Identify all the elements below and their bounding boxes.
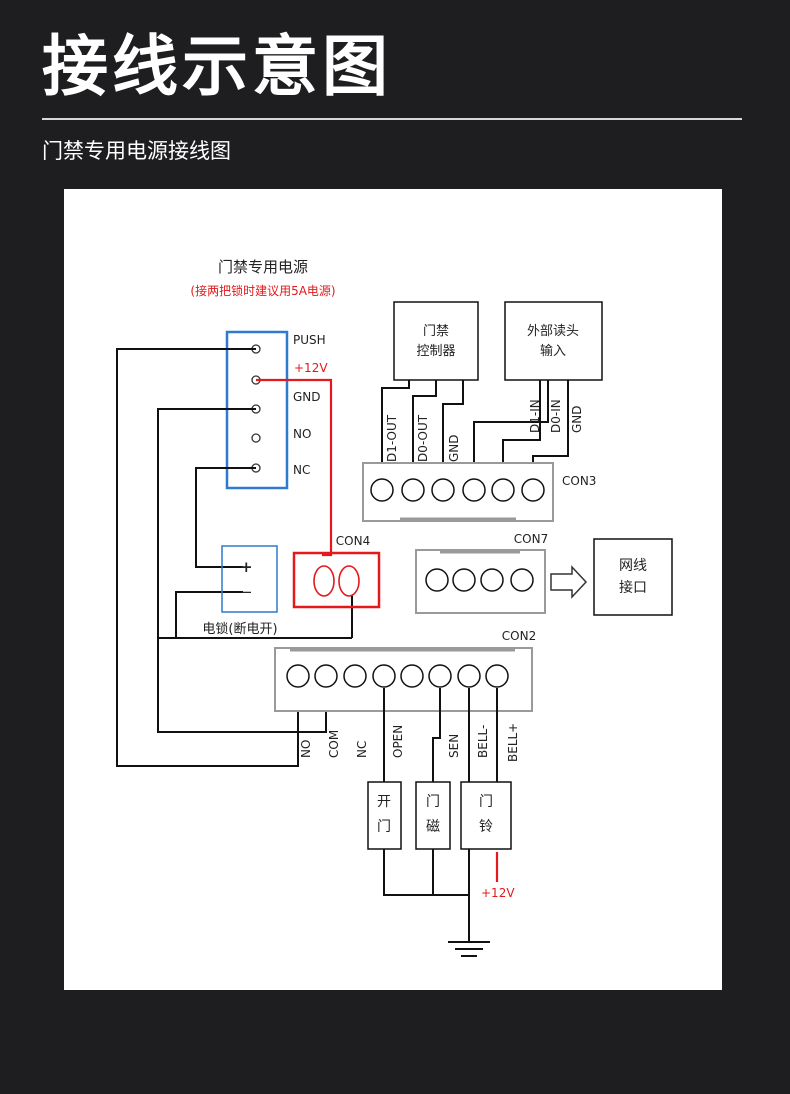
con4-pin-1 — [313, 565, 335, 597]
access-controller-box — [393, 301, 479, 381]
page-title: 接线示意图 — [42, 28, 392, 105]
open-door-label-line1: 开 — [377, 794, 391, 810]
terminal-label-gnd: GND — [293, 390, 321, 404]
pin-label-sen: SEN — [447, 734, 461, 758]
con2-pin-open — [372, 664, 396, 688]
con3-pins — [370, 478, 545, 502]
wiring-diagram-panel: 门禁专用电源 (接两把锁时建议用5A电源) PUSH +12V GND NO N… — [64, 189, 722, 990]
con4-pin-2 — [338, 565, 360, 597]
con7-pins — [425, 568, 534, 592]
pin-label-no: NO — [299, 740, 313, 758]
lock-minus-label: − — [240, 583, 253, 601]
pin-label-reader-gnd: GND — [570, 405, 584, 433]
con3-label: CON3 — [562, 474, 596, 488]
pin-label-com: COM — [327, 730, 341, 758]
reader-label-line2: 输入 — [540, 343, 566, 359]
wires-red — [256, 378, 499, 882]
wire-12v-to-con4 — [256, 378, 333, 557]
pin-label-d0-out: D0-OUT — [416, 414, 430, 462]
external-reader-box — [504, 301, 603, 381]
con4-label: CON4 — [336, 534, 370, 548]
pin-label-nc: NC — [355, 741, 369, 758]
wire-nc-to-lock-plus — [195, 467, 256, 568]
con7-pin — [510, 568, 534, 592]
controller-label-line2: 控制器 — [416, 344, 455, 359]
network-label-line2: 接口 — [619, 579, 647, 596]
wire-lock-minus — [175, 591, 243, 638]
con2-pins — [286, 664, 509, 688]
pin-label-bell-minus: BELL- — [476, 725, 490, 758]
wires-con2 — [383, 688, 498, 942]
title-divider — [42, 118, 742, 120]
con3-pin — [462, 478, 486, 502]
open-door-label-line2: 门 — [377, 819, 391, 835]
page-subtitle: 门禁专用电源接线图 — [42, 139, 231, 163]
con2-pin-bell-minus — [457, 664, 481, 688]
wire-controller-gnd — [442, 380, 464, 488]
pin-label-controller-gnd: GND — [447, 434, 461, 462]
con7-pin — [480, 568, 504, 592]
pin-label-bell-plus: BELL+ — [506, 723, 520, 762]
network-port-box — [593, 538, 673, 616]
wire-d0-out — [412, 380, 437, 488]
door-magnet-label-line2: 磁 — [426, 819, 440, 835]
con2-pin-blank — [400, 664, 424, 688]
doorbell-12v-label: +12V — [481, 886, 515, 900]
con2-pin-no — [286, 664, 310, 688]
terminal-label-nc: NC — [293, 463, 310, 477]
con3-pin — [491, 478, 515, 502]
pin-label-d1-in: D1-IN — [528, 399, 542, 433]
doorbell-box — [460, 781, 512, 850]
door-magnet-box — [415, 781, 451, 850]
lock-plus-label: + — [240, 558, 253, 576]
con3-connector — [362, 462, 554, 522]
wiring-diagram: 门禁专用电源 (接两把锁时建议用5A电源) PUSH +12V GND NO N… — [116, 258, 673, 957]
reader-label-line1: 外部读头 — [527, 324, 579, 339]
ground-icon — [448, 941, 490, 957]
con2-pin-nc — [343, 664, 367, 688]
con3-pin — [401, 478, 425, 502]
pin-label-d1-out: D1-OUT — [385, 414, 399, 462]
con2-label: CON2 — [502, 629, 536, 643]
con7-label: CON7 — [514, 532, 548, 546]
con4-connector — [292, 551, 381, 609]
wire-sen — [432, 688, 441, 782]
door-magnet-label-line1: 门 — [426, 794, 440, 810]
wire-bell-ground — [433, 849, 470, 896]
terminal-no — [251, 433, 261, 443]
arrow-right-icon — [550, 565, 588, 599]
terminal-label-12v: +12V — [294, 361, 328, 375]
wire-reader-gnd — [473, 380, 549, 488]
doorbell-label-line2: 铃 — [479, 819, 493, 835]
con7-pin — [452, 568, 476, 592]
con2-pin-sen — [428, 664, 452, 688]
power-supply-note: (接两把锁时建议用5A电源) — [190, 283, 335, 298]
con3-pin — [521, 478, 545, 502]
pin-label-d0-in: D0-IN — [549, 399, 563, 433]
pin-label-open: OPEN — [391, 725, 405, 758]
con2-pin-bell-plus — [485, 664, 509, 688]
open-door-button-box — [367, 781, 402, 850]
con3-pin — [370, 478, 394, 502]
doorbell-label-line1: 门 — [479, 794, 493, 810]
wire-gnd-to-com — [157, 408, 327, 733]
wire-d1-out — [381, 380, 410, 488]
controller-label-line1: 门禁 — [423, 324, 449, 339]
wires-black — [116, 348, 353, 767]
wire-open-ground — [383, 849, 434, 896]
wire-push-to-no — [116, 348, 299, 767]
terminal-label-push: PUSH — [293, 333, 326, 347]
network-label-line1: 网线 — [619, 558, 647, 574]
con7-pin — [425, 568, 449, 592]
electric-lock-label: 电锁(断电开) — [202, 621, 277, 637]
con3-pin — [431, 478, 455, 502]
terminal-label-no: NO — [293, 427, 311, 441]
power-supply-title: 门禁专用电源 — [218, 258, 308, 276]
con2-pin-com — [314, 664, 338, 688]
electric-lock-box — [221, 545, 278, 613]
